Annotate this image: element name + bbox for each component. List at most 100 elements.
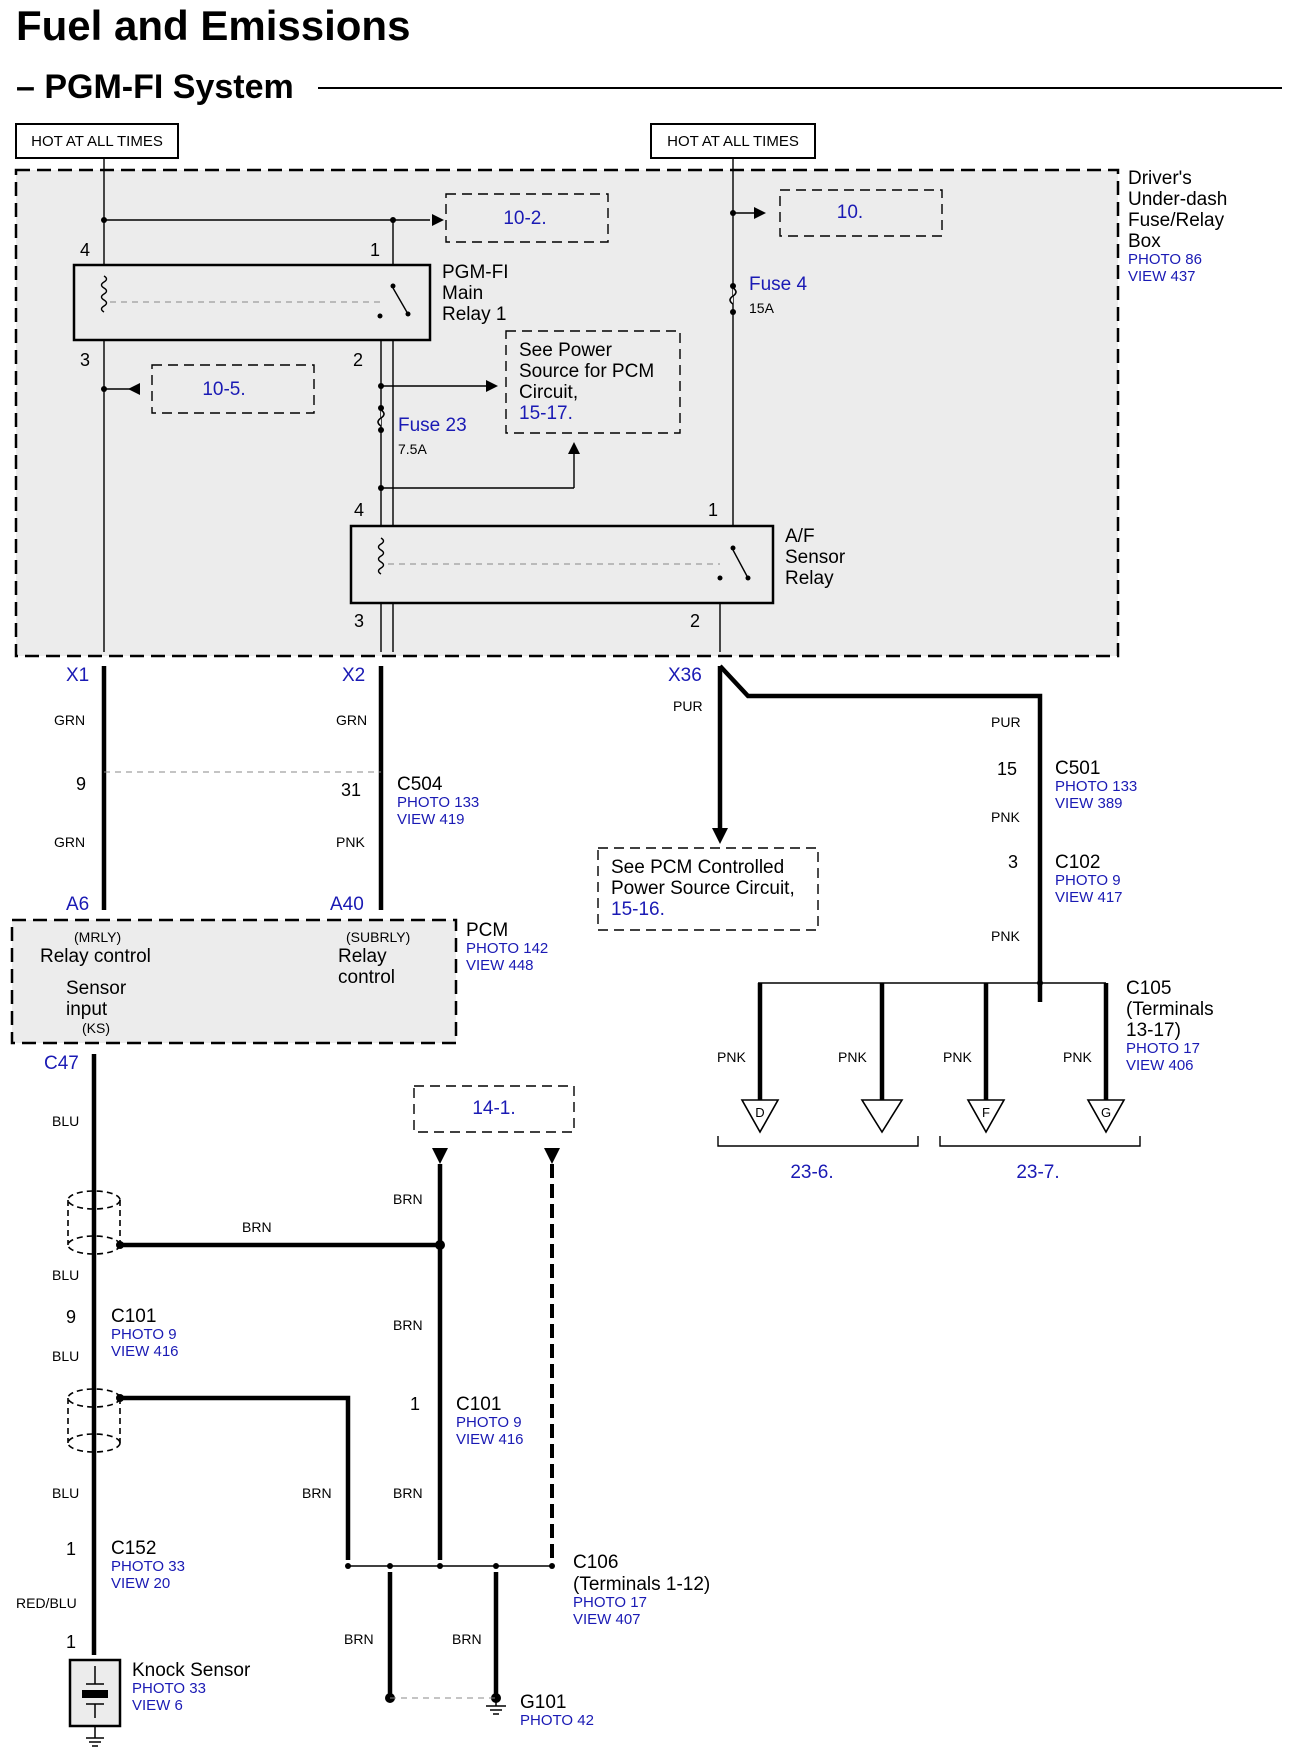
wire-label-pur: PUR [991, 714, 1021, 730]
junction-dot [345, 1563, 351, 1569]
svg-text:PHOTO 17: PHOTO 17 [573, 1594, 647, 1611]
svg-text:HOT AT ALL TIMES: HOT AT ALL TIMES [667, 133, 799, 150]
knock-sensor: Knock Sensor PHOTO 33 VIEW 6 [68, 1658, 251, 1747]
svg-text:Sensor: Sensor [785, 547, 846, 568]
svg-text:15: 15 [997, 759, 1017, 779]
svg-text:Relay 1: Relay 1 [442, 304, 506, 325]
ref-10-5[interactable]: 10-5. [151, 364, 315, 414]
svg-text:Driver's: Driver's [1128, 168, 1192, 189]
knock-sensor-pin: 1 [66, 1632, 76, 1652]
svg-text:Under-dash: Under-dash [1128, 189, 1227, 210]
ref-see-pcm-controlled[interactable]: See PCM Controlled Power Source Circuit,… [597, 847, 819, 931]
svg-text:VIEW 20: VIEW 20 [111, 1575, 170, 1592]
svg-text:C101: C101 [111, 1306, 156, 1327]
wire-label-brn: BRN [452, 1631, 482, 1647]
svg-text:C106: C106 [573, 1552, 618, 1573]
svg-text:Relay: Relay [338, 946, 387, 967]
connector-c102: 3 C102 PHOTO 9 VIEW 417 [1008, 852, 1123, 906]
svg-text:Sensor: Sensor [66, 978, 127, 999]
svg-text:3: 3 [354, 611, 364, 631]
svg-text:15-16.: 15-16. [611, 899, 665, 920]
svg-text:See Power: See Power [519, 340, 613, 361]
svg-text:See PCM Controlled: See PCM Controlled [611, 857, 784, 878]
ref-10[interactable]: 10. [779, 189, 943, 237]
junction-dot [493, 1563, 499, 1569]
arrow-10 [754, 207, 766, 219]
ref-14-1[interactable]: 14-1. [413, 1085, 575, 1133]
svg-text:PHOTO 33: PHOTO 33 [132, 1680, 206, 1697]
svg-text:PHOTO 9: PHOTO 9 [456, 1414, 522, 1431]
svg-text:PNK: PNK [838, 1049, 867, 1065]
ref-23-6[interactable]: 23-6. [790, 1162, 833, 1183]
svg-text:PHOTO 42: PHOTO 42 [520, 1712, 594, 1729]
arrow-10-2 [432, 214, 444, 226]
ref-23-7[interactable]: 23-7. [1016, 1162, 1059, 1183]
svg-text:PHOTO 17: PHOTO 17 [1126, 1040, 1200, 1057]
wire-brn-shield-2 [120, 1395, 351, 1560]
arrow-up [568, 442, 580, 454]
pgm-fi-main-relay-1: PGM-FI Main Relay 1 4 1 3 2 [72, 240, 509, 370]
wire-label-pur: PUR [673, 698, 703, 714]
svg-text:Fuse 4: Fuse 4 [749, 274, 808, 295]
svg-text:1: 1 [370, 240, 380, 260]
svg-text:(SUBRLY): (SUBRLY) [346, 929, 410, 945]
svg-text:C105: C105 [1126, 978, 1171, 999]
svg-text:C152: C152 [111, 1538, 156, 1559]
svg-text:Box: Box [1128, 231, 1161, 252]
connector-c101-a: 9 C101 PHOTO 9 VIEW 416 [66, 1306, 179, 1360]
connector-c152: 1 C152 PHOTO 33 VIEW 20 [66, 1538, 185, 1592]
svg-text:VIEW 6: VIEW 6 [132, 1697, 183, 1714]
svg-text:10.: 10. [837, 202, 863, 223]
svg-text:Fuse 23: Fuse 23 [398, 415, 467, 436]
svg-text:13-17): 13-17) [1126, 1020, 1181, 1041]
wire-label-red-blu: RED/BLU [16, 1595, 77, 1611]
ref-10-2[interactable]: 10-2. [445, 193, 609, 243]
wire-label-brn: BRN [393, 1191, 423, 1207]
svg-text:D: D [755, 1105, 764, 1120]
bracket-23-6 [717, 1136, 919, 1147]
svg-text:2: 2 [353, 350, 363, 370]
svg-text:Knock Sensor: Knock Sensor [132, 1660, 251, 1681]
arrow-down [432, 1148, 448, 1164]
svg-text:1: 1 [66, 1539, 76, 1559]
ref-see-power-source[interactable]: See Power Source for PCM Circuit, 15-17. [505, 330, 681, 434]
svg-text:(KS): (KS) [82, 1020, 110, 1036]
junction-dot [387, 1563, 393, 1569]
junction-dot [101, 217, 107, 223]
wire-label-brn: BRN [302, 1485, 332, 1501]
svg-text:PHOTO 9: PHOTO 9 [1055, 872, 1121, 889]
hot-at-all-times-left: HOT AT ALL TIMES [15, 123, 179, 159]
wire-label-grn: GRN [54, 712, 85, 728]
svg-text:10-2.: 10-2. [503, 208, 546, 229]
terminal-x1: X1 [66, 665, 89, 686]
svg-text:9: 9 [66, 1307, 76, 1327]
wire-label-pnk: PNK [336, 834, 365, 850]
svg-text:1: 1 [410, 1394, 420, 1414]
hot-at-all-times-right: HOT AT ALL TIMES [650, 123, 816, 159]
svg-text:VIEW 437: VIEW 437 [1128, 268, 1196, 285]
page-subtitle: – PGM-FI System [16, 68, 294, 106]
svg-text:Fuse/Relay: Fuse/Relay [1128, 210, 1225, 231]
svg-text:C102: C102 [1055, 852, 1100, 873]
svg-text:VIEW 389: VIEW 389 [1055, 795, 1123, 812]
svg-text:VIEW 406: VIEW 406 [1126, 1057, 1194, 1074]
svg-text:(Terminals 1-12): (Terminals 1-12) [573, 1574, 710, 1595]
svg-text:31: 31 [341, 780, 361, 800]
wire-label-blu: BLU [52, 1113, 79, 1129]
svg-text:3: 3 [1008, 852, 1018, 872]
wire-label-brn: BRN [393, 1317, 423, 1333]
svg-text:PHOTO 9: PHOTO 9 [111, 1326, 177, 1343]
svg-text:Power Source Circuit,: Power Source Circuit, [611, 878, 795, 899]
wire-pur-right [718, 664, 1043, 1002]
wire-label-brn: BRN [344, 1631, 374, 1647]
arrow-pcm-controlled [712, 828, 728, 844]
svg-text:Relay control: Relay control [40, 946, 151, 967]
fuse-4: Fuse 4 15A [729, 274, 808, 316]
svg-text:PHOTO 33: PHOTO 33 [111, 1558, 185, 1575]
page-title: Fuel and Emissions [16, 2, 410, 49]
svg-text:14-1.: 14-1. [472, 1098, 515, 1119]
fuse-relay-box-label: Driver's Under-dash Fuse/Relay Box PHOTO… [1128, 168, 1227, 285]
wire-label-blu: BLU [52, 1348, 79, 1364]
svg-text:PNK: PNK [717, 1049, 746, 1065]
svg-text:input: input [66, 999, 108, 1020]
